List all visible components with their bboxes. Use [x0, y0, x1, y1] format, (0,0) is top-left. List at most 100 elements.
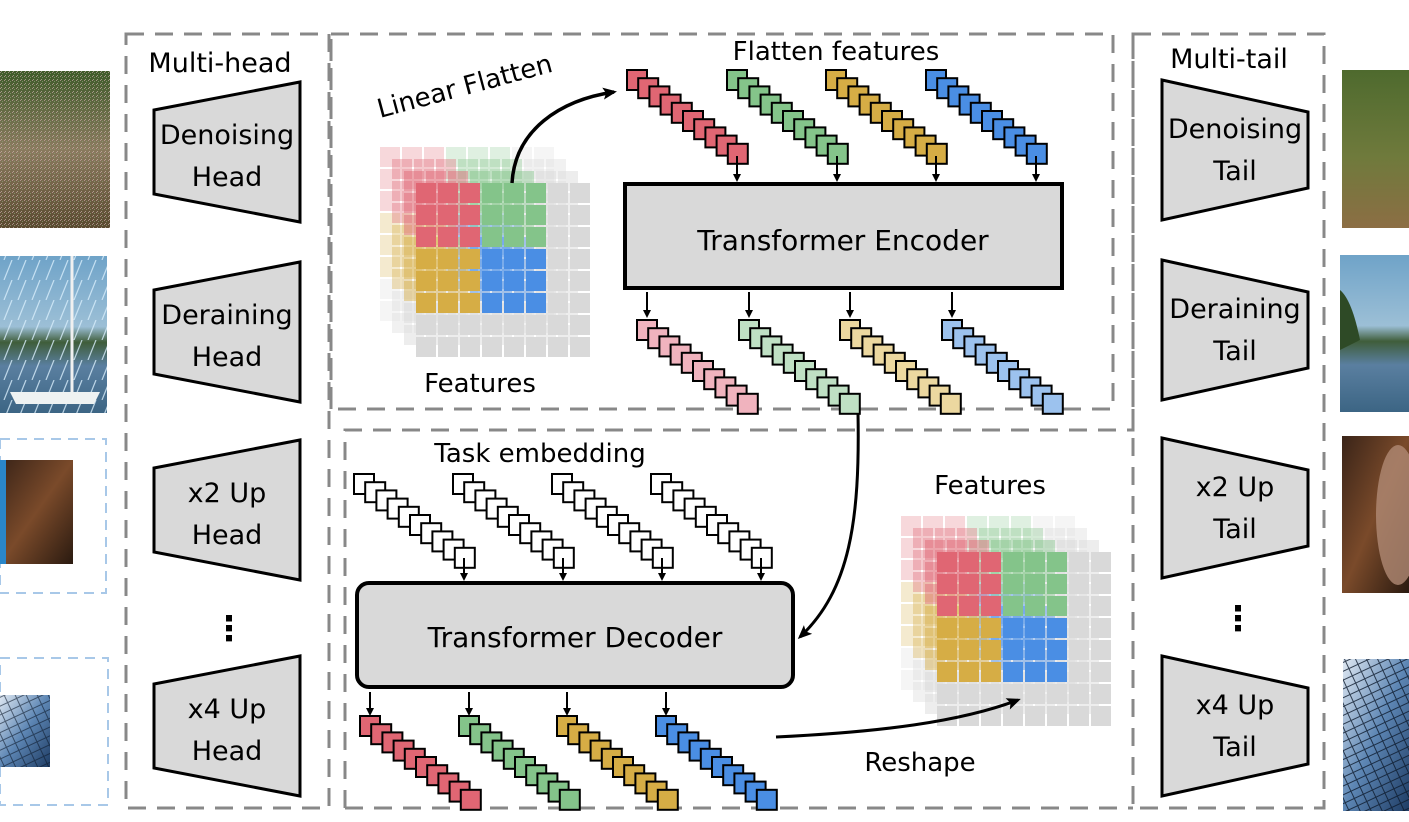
flatten-feature-tokens [626, 69, 1048, 182]
feature-cell [502, 159, 522, 179]
feature-cell [534, 147, 554, 167]
transformer-encoder-label: Transformer Encoder [696, 224, 989, 257]
feature-cell [414, 159, 434, 179]
flatten-sequence-yellow [825, 69, 948, 165]
head-trapezoid [152, 438, 302, 582]
feature-cell [913, 572, 933, 592]
multi-head-frame [124, 32, 331, 810]
transformer-decoder-block [355, 581, 795, 689]
feature-cell [392, 313, 412, 333]
feature-cell [913, 660, 933, 680]
decoder-output-tokens [359, 692, 778, 811]
multi-head-title: Multi-head [148, 48, 291, 79]
feature-cell [1047, 596, 1067, 616]
feature-cell [901, 626, 921, 646]
head-label-line2: Head [192, 162, 263, 193]
feature-cell [482, 183, 502, 203]
feature-cell [981, 662, 1001, 682]
feature-cell [1003, 640, 1023, 660]
feature-cell [468, 147, 488, 167]
task-embedding-sequence-3 [551, 473, 674, 569]
feature-cell [1025, 596, 1045, 616]
token [558, 788, 581, 811]
token [736, 392, 759, 415]
feature-cell [380, 169, 400, 189]
flatten-sequence-blue [925, 69, 1048, 165]
feature-cell [1091, 640, 1111, 660]
feature-cell [913, 616, 933, 636]
feature-cell [913, 594, 933, 614]
feature-cell [504, 183, 524, 203]
tail-ellipsis: ⋮ [1221, 599, 1255, 639]
feature-cell [1003, 596, 1023, 616]
feature-cell [1025, 618, 1045, 638]
feature-cell [937, 684, 957, 704]
feature-cell [913, 528, 933, 548]
feature-cell [913, 550, 933, 570]
feature-cell [937, 706, 957, 726]
feature-cell [1069, 552, 1089, 572]
feature-cell [548, 249, 568, 269]
feature-cell [546, 159, 566, 179]
feature-cell [482, 337, 502, 357]
decoder-frame-top [343, 34, 1135, 808]
flatten-features-label: Flatten features [733, 37, 940, 67]
head-trapezoid [152, 80, 302, 224]
head-label-line2: Head [192, 342, 263, 373]
feature-cell [1055, 516, 1075, 536]
feature-cell [570, 227, 590, 247]
decoder-output-sequence-red [359, 715, 482, 811]
noisy-bird-image [0, 71, 110, 228]
feature-cell [1069, 640, 1089, 660]
feature-cell [460, 249, 480, 269]
token [1041, 392, 1064, 415]
token [656, 788, 679, 811]
feature-cell [482, 315, 502, 335]
feature-cell [1001, 528, 1021, 548]
encoder-output-sequence-red [636, 319, 759, 415]
head-label-line2: Head [192, 736, 263, 767]
token [838, 392, 861, 415]
feature-cell [967, 516, 987, 536]
feature-cell [913, 638, 933, 658]
feature-cell [416, 183, 436, 203]
feature-cell [1003, 662, 1023, 682]
feature-cell [959, 574, 979, 594]
feature-cell [438, 337, 458, 357]
feature-cell [1091, 684, 1111, 704]
decoder-output-sequence-green [458, 715, 581, 811]
feature-cell [959, 662, 979, 682]
feature-cell [901, 516, 921, 536]
tail-label-line1: Denoising [1168, 114, 1302, 145]
tail-trapezoid [1160, 436, 1310, 580]
hires-building-image [1343, 659, 1409, 811]
feature-cell [1047, 706, 1067, 726]
feature-cell [438, 293, 458, 313]
hires-city-image [1342, 436, 1409, 593]
feature-cell [416, 337, 436, 357]
feature-cell [526, 249, 546, 269]
feature-cell [460, 227, 480, 247]
head-label-line1: Denoising [160, 120, 294, 151]
feature-cell [548, 293, 568, 313]
feature-cell [1003, 574, 1023, 594]
feature-cell [1023, 528, 1043, 548]
head-label-line1: x2 Up [188, 478, 267, 509]
task-embedding-label: Task embedding [433, 439, 645, 469]
transformer-decoder-label: Transformer Decoder [427, 621, 723, 654]
feature-cell [1047, 552, 1067, 572]
feature-cell [959, 552, 979, 572]
feature-cell [937, 552, 957, 572]
feature-cell [570, 205, 590, 225]
feature-cell [380, 257, 400, 277]
x2-input-frame [0, 438, 107, 594]
feature-cell [416, 271, 436, 291]
feature-cell [1003, 618, 1023, 638]
feature-cell [1069, 574, 1089, 594]
feature-cell [1047, 640, 1067, 660]
rainy-boat-image [0, 256, 107, 413]
